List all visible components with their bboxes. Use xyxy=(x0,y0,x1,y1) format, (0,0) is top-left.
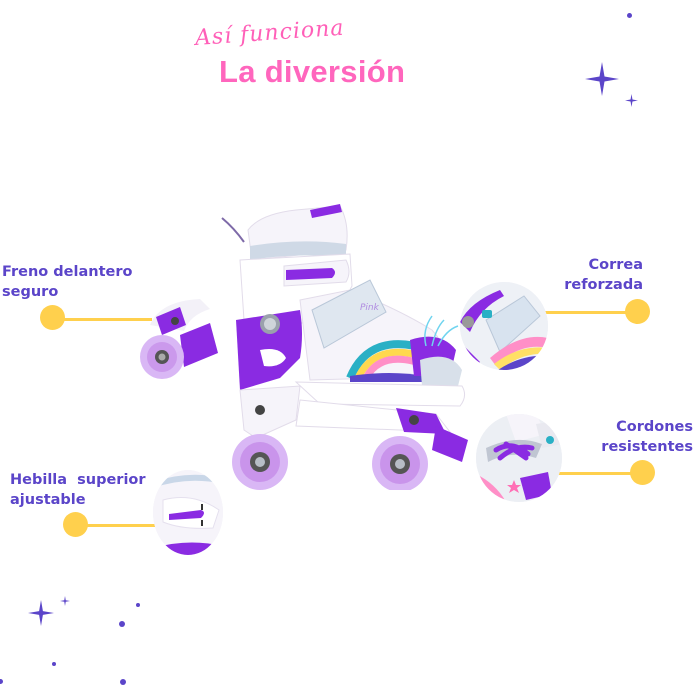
page-title: La diversión xyxy=(219,54,406,89)
feature-label-line: Correa xyxy=(588,257,643,273)
connector-line xyxy=(555,472,635,475)
connector-dot xyxy=(63,512,88,537)
sparkle-large-icon xyxy=(28,600,54,626)
connector-line xyxy=(62,318,152,321)
svg-text:Pink: Pink xyxy=(360,303,380,313)
sparkle-small-icon xyxy=(60,596,70,606)
brake-detail-image xyxy=(140,295,220,385)
feature-label-laces: Cordones resistentes xyxy=(601,417,693,457)
sparkle-dot-icon xyxy=(120,679,126,685)
feature-label-line: resistentes xyxy=(601,439,693,455)
laces-detail-image xyxy=(476,414,562,502)
feature-label-line: reforzada xyxy=(564,277,643,293)
sparkle-dot-icon xyxy=(119,621,125,627)
sparkle-large-icon xyxy=(585,62,619,96)
sparkle-dot-icon xyxy=(0,679,3,684)
buckle-detail-image xyxy=(153,470,223,555)
sparkle-dot-icon xyxy=(627,13,632,18)
connector-dot xyxy=(630,460,655,485)
feature-label-buckle: Hebilla superior ajustable xyxy=(10,470,146,510)
script-subtitle: Así funciona xyxy=(194,15,346,52)
feature-label-line: seguro xyxy=(2,284,59,300)
connector-dot xyxy=(625,299,650,324)
feature-label-line: Hebilla superior xyxy=(10,472,146,488)
feature-label-line: ajustable xyxy=(10,492,86,508)
connector-line xyxy=(530,311,630,314)
sparkle-dot-icon xyxy=(52,662,56,666)
sparkle-dot-icon xyxy=(136,603,140,607)
feature-label-line: Freno delantero xyxy=(2,264,133,280)
product-image-roller-skate: Pink xyxy=(200,200,480,492)
sparkle-small-icon xyxy=(625,94,638,107)
feature-label-line: Cordones xyxy=(616,419,693,435)
connector-dot xyxy=(40,305,65,330)
feature-label-strap: Correa reforzada xyxy=(564,255,643,295)
feature-label-brake: Freno delantero seguro xyxy=(2,262,132,302)
connector-line xyxy=(85,524,160,527)
